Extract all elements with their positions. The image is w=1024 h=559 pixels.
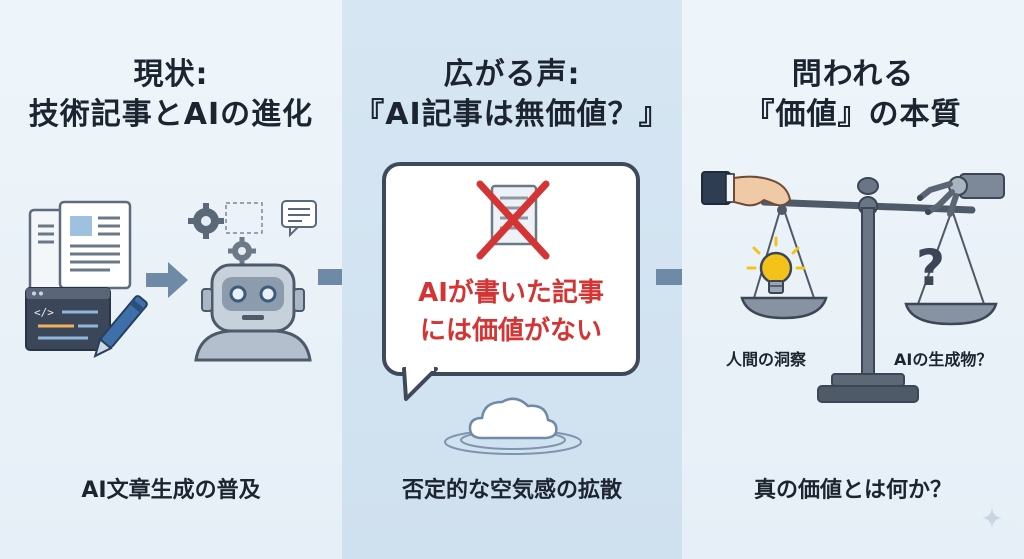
bubble-line-2: には価値がない: [419, 316, 602, 346]
right-pan-label: AIの生成物？: [894, 350, 993, 369]
title-line-2: 『AI記事は無価値？』: [354, 97, 670, 132]
speech-bubble: AIが書いた記事 には価値がない: [382, 162, 640, 376]
title-line-2: 『価値』の本質: [744, 97, 962, 132]
sparkle-icon: [982, 508, 1002, 528]
panel-title: 問われる 『価値』の本質: [682, 55, 1024, 135]
human-hand-icon: [701, 171, 792, 215]
bubble-message: AIが書いた記事 には価値がない: [386, 274, 636, 350]
question-mark-icon: ?: [916, 239, 946, 297]
title-line-1: 現状:: [133, 57, 209, 92]
robot-head-icon: [188, 200, 317, 362]
speech-bubble-tail: [402, 365, 438, 401]
document-stack-icon: [28, 200, 132, 298]
title-line-1: 問われる: [791, 57, 915, 92]
panel-title: 広がる声: 『AI記事は無価値？』: [342, 55, 682, 135]
left-pan-label: 人間の洞察: [726, 350, 807, 369]
chat-icon: [281, 200, 317, 238]
robot-hand-icon: [917, 173, 1005, 217]
code-tag-label: </>: [34, 306, 54, 319]
panel-current-state: 現状: 技術記事とAIの進化 </>: [0, 0, 342, 559]
gear-icon: [188, 203, 224, 239]
panel-spreading-voices: 広がる声: 『AI記事は無価値？』 AIが書いた記事 には価値がない: [342, 0, 682, 559]
bubble-line-1: AIが書いた記事: [418, 278, 604, 308]
cloud-icon: [444, 397, 582, 455]
panel-caption: 真の価値とは何か？: [753, 478, 952, 503]
title-line-2: 技術記事とAIの進化: [28, 97, 314, 132]
crossed-document-icon: [476, 180, 550, 260]
panel-questioned-value: 問われる 『価値』の本質: [682, 0, 1024, 559]
panel-caption: 否定的な空気感の拡散: [401, 478, 622, 503]
pen-icon: [93, 295, 148, 358]
arrow-right-icon: [146, 262, 188, 298]
code-window-icon: </>: [25, 287, 111, 351]
panel-caption: AI文章生成の普及: [81, 478, 261, 503]
title-line-1: 広がる声:: [443, 57, 581, 92]
lightbulb-icon: [746, 236, 806, 294]
panel-title: 現状: 技術記事とAIの進化: [0, 55, 342, 135]
